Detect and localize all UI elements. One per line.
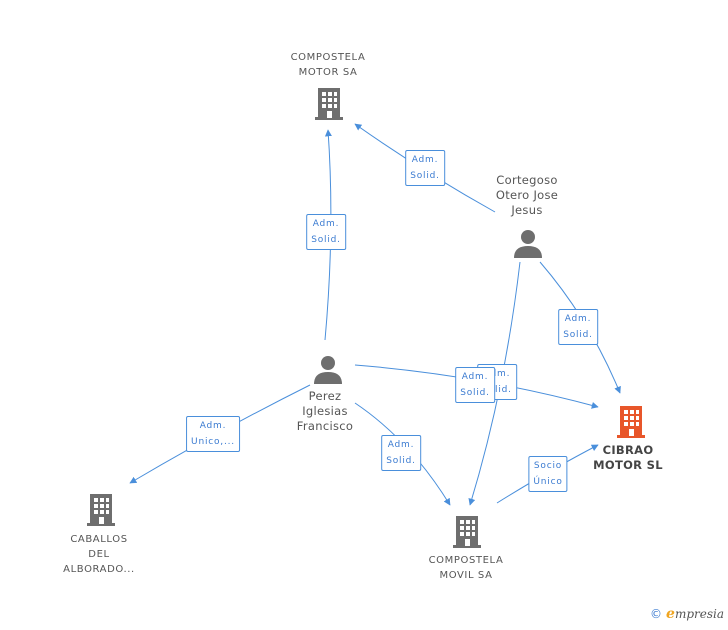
node-label-perez[interactable]: Perez Iglesias Francisco xyxy=(296,389,354,433)
node-label-caballos[interactable]: CABALLOS DEL ALBORADO... xyxy=(63,534,135,575)
edge-label-perez-caballos: Adm. Unico,... xyxy=(186,416,240,452)
building-icon xyxy=(617,406,645,438)
building-icon xyxy=(87,494,115,526)
node-label-cortegoso[interactable]: Cortegoso Otero Jose Jesus xyxy=(495,173,559,217)
building-icon xyxy=(453,516,481,548)
node-label-cibrao[interactable]: CIBRAO MOTOR SL xyxy=(593,443,663,472)
edge-label-perez-cibrao: Adm. Solid. xyxy=(455,367,495,403)
edge-label-perez-compostela-motor: Adm. Solid. xyxy=(306,214,346,250)
edge-label-cortegoso-compostela-motor: Adm. Solid. xyxy=(405,150,445,186)
person-icon xyxy=(314,356,342,384)
building-icon xyxy=(315,88,343,120)
brand-footer[interactable]: © empresia xyxy=(650,606,724,622)
edge-label-movil-cibrao: Socio Único xyxy=(528,456,568,492)
node-label-compostela-motor[interactable]: COMPOSTELA MOTOR SA xyxy=(290,52,366,78)
empresia-logo: empresia xyxy=(666,606,724,622)
node-label-compostela-movil[interactable]: COMPOSTELA MOVIL SA xyxy=(428,555,504,581)
edge-label-cortegoso-cibrao: Adm. Solid. xyxy=(558,309,598,345)
copyright-icon: © xyxy=(650,607,663,621)
edge-label-perez-movil: Adm. Solid. xyxy=(381,435,421,471)
person-icon xyxy=(514,230,542,258)
